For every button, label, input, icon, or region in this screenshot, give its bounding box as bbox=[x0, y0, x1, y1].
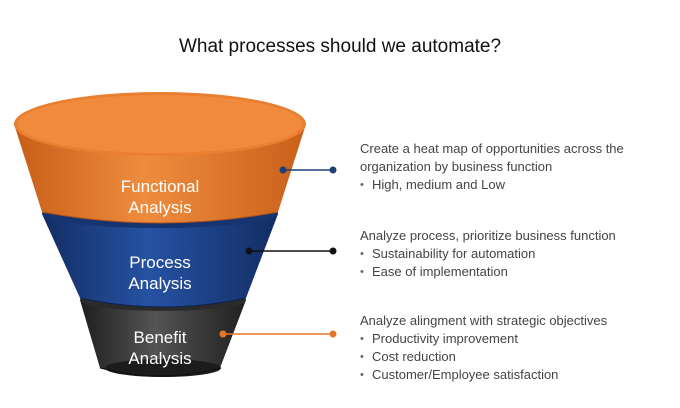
description-functional: Create a heat map of opportunities acros… bbox=[360, 140, 660, 194]
bullet-item: Productivity improvement bbox=[360, 330, 670, 348]
connector-functional bbox=[279, 166, 337, 174]
stage-label-functional-2: Analysis bbox=[128, 198, 191, 217]
bullet-item: Cost reduction bbox=[360, 348, 670, 366]
stage-label-functional-1: Functional bbox=[121, 177, 199, 196]
stage-label-benefit-1: Benefit bbox=[134, 328, 187, 347]
description-benefit: Analyze alingment with strategic objecti… bbox=[360, 312, 670, 384]
connector-process bbox=[245, 247, 337, 255]
bullet-item: High, medium and Low bbox=[360, 176, 660, 194]
stage-label-benefit-2: Analysis bbox=[128, 349, 191, 368]
bullet-list: Productivity improvement Cost reduction … bbox=[360, 330, 670, 384]
bullet-item: Ease of implementation bbox=[360, 263, 670, 281]
description-process: Analyze process, prioritize business fun… bbox=[360, 227, 670, 281]
bullet-item: Customer/Employee satisfaction bbox=[360, 366, 670, 384]
funnel-segment-functional: Functional Analysis bbox=[14, 92, 306, 224]
page-title: What processes should we automate? bbox=[178, 36, 502, 57]
description-heading: Analyze process, prioritize business fun… bbox=[360, 228, 616, 243]
connector-benefit bbox=[219, 330, 337, 338]
bullet-list: Sustainability for automation Ease of im… bbox=[360, 245, 670, 281]
bullet-item: Sustainability for automation bbox=[360, 245, 670, 263]
stage-label-process-1: Process bbox=[129, 253, 190, 272]
description-heading: Create a heat map of opportunities acros… bbox=[360, 141, 624, 174]
bullet-list: High, medium and Low bbox=[360, 176, 660, 194]
description-heading: Analyze alingment with strategic objecti… bbox=[360, 313, 608, 328]
stage-label-process-2: Analysis bbox=[128, 274, 191, 293]
